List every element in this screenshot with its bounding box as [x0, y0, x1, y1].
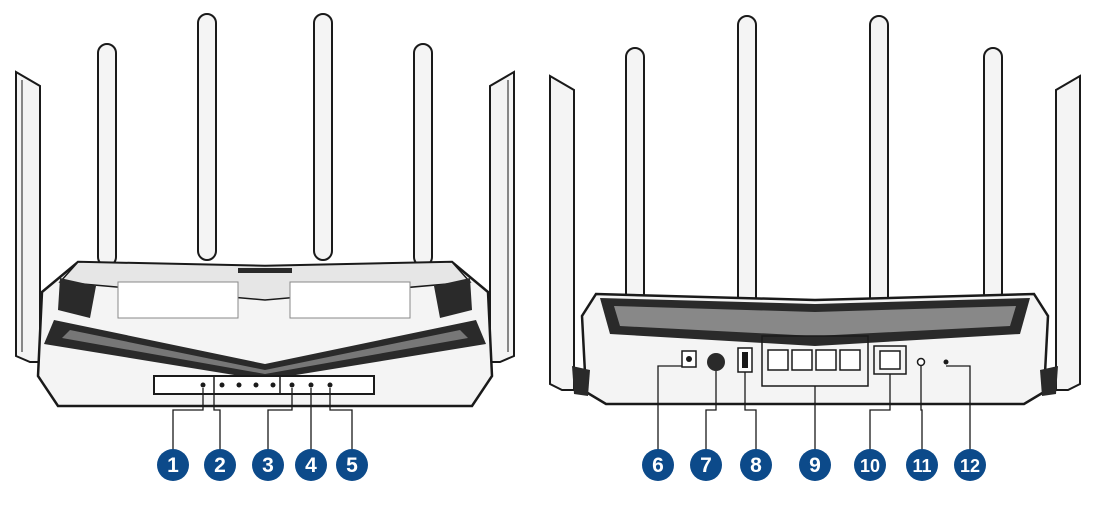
reset-button	[943, 359, 949, 365]
callout-circle	[336, 449, 368, 481]
callout-badge: 8	[740, 449, 772, 481]
antenna	[1055, 74, 1081, 391]
callout-badge: 3	[252, 449, 284, 481]
callout-circle	[799, 449, 831, 481]
antenna	[313, 13, 333, 261]
callout-number: 6	[652, 454, 664, 477]
callout-badge: 7	[690, 449, 722, 481]
antenna	[549, 74, 575, 391]
callout-badge: 10	[854, 449, 886, 481]
antenna	[197, 13, 217, 261]
callout-circle	[906, 449, 938, 481]
callout-circle	[295, 449, 327, 481]
callout-badge: 2	[204, 449, 236, 481]
antenna	[869, 15, 889, 335]
power-button	[707, 353, 725, 371]
callout-badge: 5	[336, 449, 368, 481]
leader-lines	[657, 365, 971, 452]
rear-view-router	[549, 15, 1081, 452]
callout-badge: 1	[157, 449, 189, 481]
callout-circle	[157, 449, 189, 481]
antenna	[413, 43, 433, 267]
leader-lines	[172, 388, 353, 452]
callout-circle	[642, 449, 674, 481]
callout-number: 8	[750, 454, 762, 477]
antenna	[15, 70, 41, 363]
callout-circle	[690, 449, 722, 481]
callout-circle	[204, 449, 236, 481]
front-view-router	[15, 13, 515, 452]
callout-circle	[854, 449, 886, 481]
callout-circle	[252, 449, 284, 481]
callout-number: 3	[262, 454, 274, 477]
callout-badge: 12	[954, 449, 986, 481]
callout-number: 2	[214, 454, 226, 477]
antenna	[737, 15, 757, 335]
antenna	[489, 70, 515, 363]
callout-number: 7	[700, 454, 712, 477]
callout-badge: 11	[906, 449, 938, 481]
callout-number: 4	[305, 454, 317, 477]
rear-callouts: 6 7 8 9 10 11 12	[642, 449, 986, 481]
callout-number: 1	[167, 454, 179, 477]
callout-circle	[740, 449, 772, 481]
wps-button	[916, 357, 926, 367]
callout-number: 11	[912, 456, 931, 476]
callout-badge: 6	[642, 449, 674, 481]
callout-number: 5	[346, 454, 358, 477]
front-callouts: 1 2 3 4 5	[157, 449, 368, 481]
callout-number: 9	[809, 454, 821, 477]
callout-number: 12	[960, 456, 980, 476]
router-body	[36, 260, 494, 408]
callout-number: 10	[860, 456, 880, 476]
callout-badge: 4	[295, 449, 327, 481]
callout-circle	[954, 449, 986, 481]
router-body	[572, 292, 1058, 406]
callout-badge: 9	[799, 449, 831, 481]
antenna	[97, 43, 117, 267]
